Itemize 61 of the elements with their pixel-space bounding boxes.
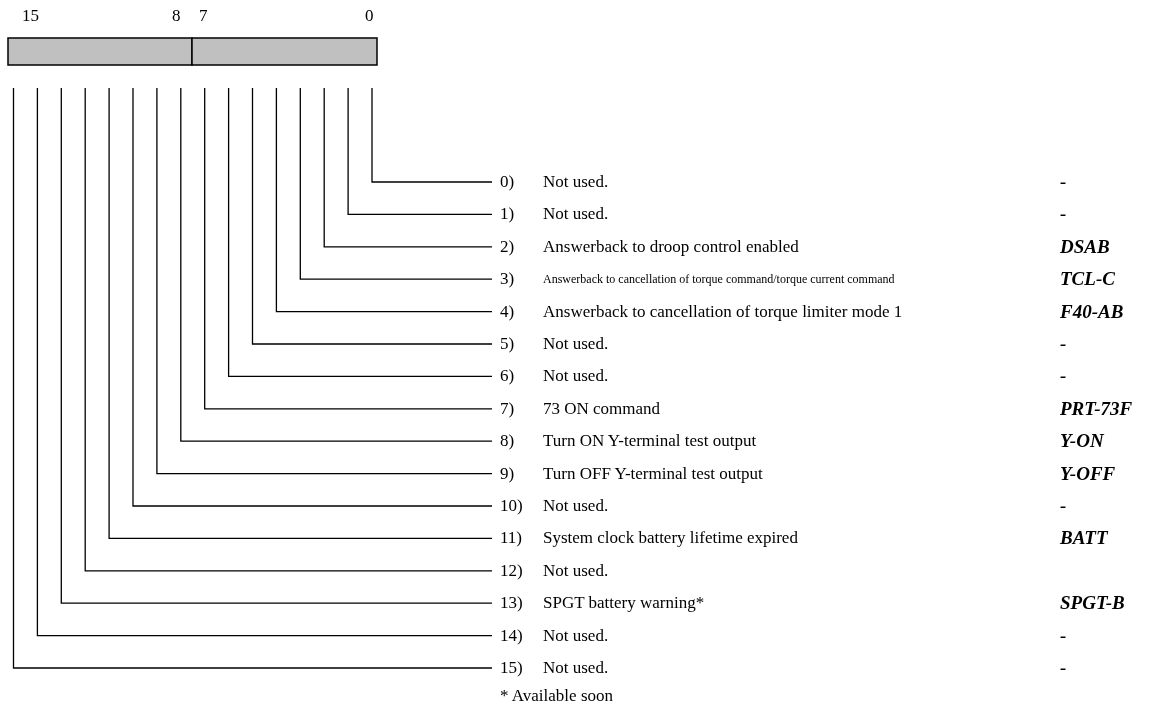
signal-name: -: [1060, 494, 1067, 518]
signal-name: Y-ON: [1060, 429, 1104, 454]
bit-description: Not used.: [543, 171, 609, 193]
bit-index: 11): [500, 527, 523, 550]
bit-index: 0): [500, 171, 515, 193]
signal-name: -: [1060, 332, 1067, 356]
bit-description: Not used.: [543, 657, 609, 679]
signal-name: BATT: [1060, 526, 1108, 551]
bit-number: 0: [365, 6, 374, 26]
signal-name: -: [1060, 364, 1067, 389]
signal-name: DSAB: [1060, 234, 1110, 259]
footnote: * Available soon: [500, 686, 613, 706]
bit-description: Not used.: [543, 203, 609, 226]
signal-name: -: [1060, 656, 1067, 680]
signal-name: -: [1060, 623, 1067, 648]
bit-index: 7): [500, 397, 515, 420]
leader-line: [204, 87, 493, 410]
bit-description: Turn OFF Y-terminal test output: [543, 462, 763, 485]
bit-description: 73 ON command: [543, 397, 661, 420]
signal-name: -: [1060, 202, 1067, 227]
bit-description: Not used.: [543, 333, 609, 355]
bit-index: 2): [500, 235, 515, 258]
leader-line: [323, 87, 493, 248]
bit-index: 3): [500, 268, 515, 291]
bit-index: 10): [500, 495, 523, 517]
bit-number: 7: [199, 6, 208, 26]
bit-description: Answerback to droop control enabled: [543, 235, 799, 258]
bit-number: 8: [172, 6, 181, 26]
signal-name: TCL-C: [1060, 267, 1115, 292]
bit-description: Turn ON Y-terminal test output: [543, 430, 757, 453]
bit-description: Answerback to cancellation of torque command/torque current command: [543, 271, 895, 289]
leader-line: [299, 87, 493, 280]
leader-line: [347, 87, 493, 216]
bit-index: 14): [500, 624, 523, 647]
signal-name: PRT-73F: [1060, 396, 1133, 421]
bit-index: 1): [500, 203, 515, 226]
signal-name: -: [1060, 170, 1067, 194]
bit-description: Not used.: [543, 495, 609, 517]
bit-index: 9): [500, 462, 515, 485]
bit-description: Answerback to cancellation of torque limiter mode 1: [543, 300, 903, 323]
leader-line: [180, 87, 493, 442]
bit-description: Not used.: [543, 559, 609, 582]
bit-description: SPGT battery warning*: [543, 592, 705, 615]
bit-index: 4): [500, 300, 515, 323]
leader-line: [371, 87, 493, 183]
bit-index: 8): [500, 430, 515, 453]
bit-index: 6): [500, 365, 515, 388]
bit-description: System clock battery lifetime expired: [543, 527, 798, 550]
signal-name: SPGT-B: [1060, 591, 1125, 616]
bit-index: 5): [500, 333, 515, 355]
leader-line: [251, 87, 493, 345]
bit-index: 13): [500, 592, 523, 615]
bit-index: 12): [500, 559, 523, 582]
bit-description: Not used.: [543, 365, 609, 388]
leader-line: [227, 87, 493, 378]
signal-name: Y-OFF: [1060, 461, 1116, 486]
bit-number: 15: [22, 6, 39, 26]
signal-name: F40-AB: [1060, 299, 1124, 324]
leader-line: [275, 87, 493, 313]
bit-index: 15): [500, 657, 523, 679]
bit-description: Not used.: [543, 624, 609, 647]
